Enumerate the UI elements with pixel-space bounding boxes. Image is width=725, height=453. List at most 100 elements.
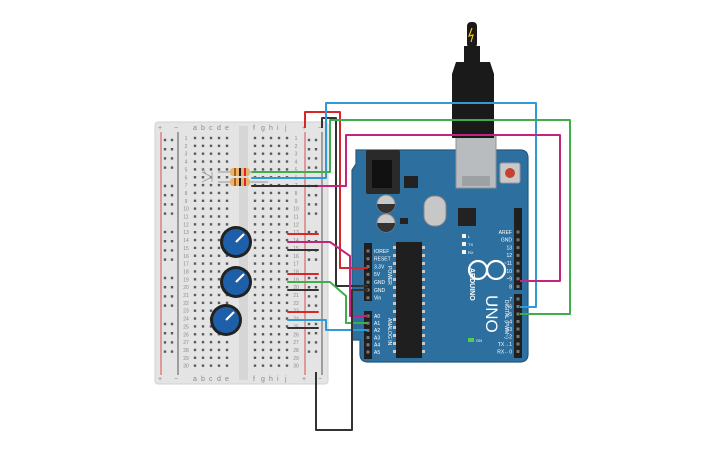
wire-black-loop[interactable] xyxy=(315,289,368,431)
hole xyxy=(277,231,281,234)
wire-magenta-d9[interactable] xyxy=(318,134,561,282)
hole xyxy=(209,301,213,305)
hole xyxy=(217,270,221,273)
header-pin[interactable] xyxy=(366,257,370,261)
header-pin[interactable] xyxy=(366,343,370,347)
row-number: 23 xyxy=(183,309,189,315)
header-pin[interactable] xyxy=(516,285,520,289)
row-number: 30 xyxy=(293,364,299,370)
hole xyxy=(201,223,205,226)
header-pin[interactable] xyxy=(516,277,520,281)
wire-blue-d6[interactable] xyxy=(318,102,537,308)
row-number: 8 xyxy=(295,191,298,197)
hole xyxy=(261,144,265,148)
pin-label: TX→1 xyxy=(498,342,512,348)
header-pin[interactable] xyxy=(366,296,370,300)
column-letter: c xyxy=(209,125,213,132)
wire-black-gnd[interactable] xyxy=(321,117,368,287)
header-pin[interactable] xyxy=(366,249,370,253)
hole xyxy=(193,340,197,344)
chip-pin xyxy=(422,334,425,337)
pin-label: AREF xyxy=(499,230,512,236)
header-pin[interactable] xyxy=(366,280,370,284)
header-pin[interactable] xyxy=(516,297,520,301)
hole xyxy=(285,364,289,367)
hole xyxy=(201,207,205,210)
chip-pin xyxy=(393,278,396,281)
rail-plus-label-bottom-right: + xyxy=(302,376,306,383)
hole xyxy=(269,333,273,336)
header-pin[interactable] xyxy=(516,246,520,250)
row-number: 29 xyxy=(183,356,189,362)
hole xyxy=(209,340,213,344)
hole xyxy=(261,199,265,202)
hole xyxy=(261,309,265,312)
hole xyxy=(193,285,197,289)
header-pin[interactable] xyxy=(516,335,520,338)
header-pin[interactable] xyxy=(366,265,370,269)
header-pin[interactable] xyxy=(516,238,520,242)
header-pin[interactable] xyxy=(516,230,520,234)
column-letter: a xyxy=(193,376,197,383)
hole xyxy=(253,293,257,297)
header-pin[interactable] xyxy=(366,350,370,354)
header-pin[interactable] xyxy=(516,305,520,308)
hole xyxy=(261,301,265,305)
chip-pin xyxy=(393,286,396,289)
hole xyxy=(253,144,257,148)
hole xyxy=(225,144,229,148)
wire-magenta-a0[interactable] xyxy=(318,241,368,317)
arduino-uno-board[interactable]: L TX RX ON ARDUINO UNO POWER ANALOG IN D… xyxy=(351,135,529,363)
rail-hole xyxy=(170,138,174,142)
chip-pin xyxy=(393,270,396,273)
wire-blue-a2[interactable] xyxy=(318,319,368,331)
header-pin[interactable] xyxy=(516,350,520,353)
pin-label: 7 xyxy=(509,297,512,303)
hole xyxy=(193,231,197,234)
pin-label: GND xyxy=(501,238,513,244)
wire-green-d5[interactable] xyxy=(318,119,571,315)
hole xyxy=(269,262,273,265)
header-pin[interactable] xyxy=(516,327,520,331)
rail-hole xyxy=(314,194,318,197)
hole xyxy=(253,333,257,336)
hole xyxy=(277,223,281,226)
header-pin[interactable] xyxy=(516,269,520,273)
header-pin[interactable] xyxy=(516,253,520,257)
row-number: 21 xyxy=(183,293,189,299)
pin-label: ~5 xyxy=(506,312,512,318)
hole xyxy=(261,364,265,367)
hole xyxy=(201,333,205,336)
potentiometer-1[interactable] xyxy=(220,226,252,258)
arduino-logo-icon xyxy=(467,259,507,281)
potentiometer-2[interactable] xyxy=(220,266,252,298)
rail-hole xyxy=(163,212,167,215)
hole xyxy=(225,191,229,195)
led-component[interactable] xyxy=(201,167,213,183)
header-pin[interactable] xyxy=(516,342,520,346)
potentiometer-3[interactable] xyxy=(210,304,242,336)
wire-green-a1[interactable] xyxy=(318,281,368,324)
header-pin[interactable] xyxy=(366,336,370,340)
hole xyxy=(253,152,257,155)
rail-hole xyxy=(170,230,174,234)
chip-pin xyxy=(422,326,425,329)
header-pin[interactable] xyxy=(516,312,520,316)
hole xyxy=(261,238,265,242)
hole xyxy=(253,340,257,344)
hole xyxy=(209,144,213,148)
rail-hole xyxy=(307,148,311,151)
row-number: 26 xyxy=(293,332,299,338)
hole xyxy=(285,144,289,148)
header-pin[interactable] xyxy=(366,272,370,276)
header-pin[interactable] xyxy=(516,261,520,265)
hole xyxy=(225,301,229,305)
header-pin[interactable] xyxy=(516,320,520,323)
hole xyxy=(217,246,221,250)
hole xyxy=(225,254,229,257)
column-letter: b xyxy=(201,376,205,383)
row-number: 28 xyxy=(293,348,299,354)
on-label: ON xyxy=(476,338,482,343)
resistor-2[interactable] xyxy=(218,178,268,186)
hole xyxy=(253,301,257,305)
